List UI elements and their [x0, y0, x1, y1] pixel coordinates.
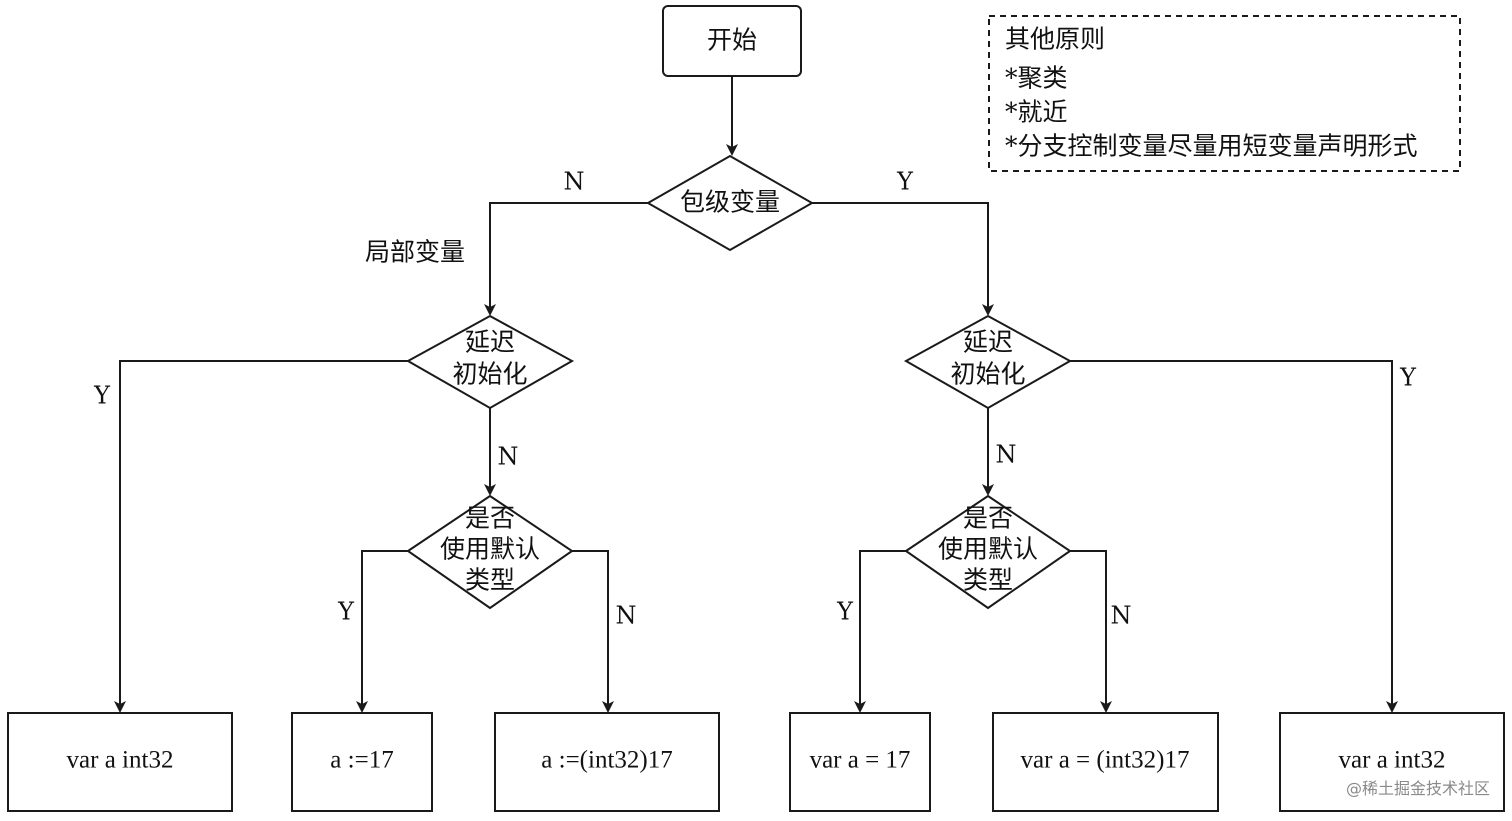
label-package-yes: Y	[896, 168, 914, 196]
decision-default-type-right-line3: 类型	[963, 566, 1013, 595]
edge-delay-right-yes	[1070, 360, 1398, 713]
outcome-box-6	[1279, 712, 1505, 812]
decision-default-type-right-line2: 使用默认	[938, 535, 1038, 564]
watermark: @稀土掘金技术社区	[1345, 779, 1490, 798]
decision-delay-init-left-line2: 初始化	[452, 360, 527, 389]
decision-default-type-left-line2: 使用默认	[440, 535, 540, 564]
label-default-left-yes: Y	[337, 598, 355, 626]
outcome-label-2: a :=17	[330, 747, 393, 774]
start-label: 开始	[707, 26, 757, 55]
label-delay-right-yes: Y	[1399, 364, 1417, 392]
outcome-label-5: var a = (int32)17	[1021, 747, 1190, 774]
principles-box	[988, 15, 1461, 172]
outcome-box-2	[291, 712, 433, 812]
label-default-left-no: N	[616, 602, 637, 630]
principles-title: 其他原则	[1005, 25, 1105, 54]
decision-default-type-left-line1: 是否	[465, 504, 515, 533]
edge-default-left-no	[572, 550, 614, 713]
label-package-no: N	[564, 168, 585, 196]
outcome-label-1: var a int32	[67, 747, 174, 774]
outcome-label-6: var a int32	[1339, 747, 1446, 774]
edge-default-right-no	[1070, 550, 1112, 713]
label-default-right-yes: Y	[836, 598, 854, 626]
label-delay-right-no: N	[996, 441, 1017, 469]
decision-package-var-label: 包级变量	[680, 188, 780, 217]
outcome-box-5	[992, 712, 1219, 812]
edge-delay-left-yes	[114, 360, 408, 713]
label-delay-left-no: N	[498, 443, 519, 471]
principle-item-1: *聚类	[1005, 64, 1068, 93]
outcome-box-3	[494, 712, 720, 812]
principle-item-3: *分支控制变量尽量用短变量声明形式	[1005, 132, 1418, 161]
outcome-box-4	[789, 712, 931, 812]
outcome-label-4: var a = 17	[810, 747, 911, 774]
edge-default-left-yes	[356, 550, 408, 713]
decision-delay-init-right-line1: 延迟	[963, 328, 1013, 357]
label-delay-left-yes: Y	[93, 382, 111, 410]
outcome-box-1	[7, 712, 233, 812]
outcome-label-3: a :=(int32)17	[541, 747, 672, 774]
edge-default-right-yes	[854, 550, 906, 713]
principle-item-2: *就近	[1005, 98, 1068, 127]
edge-package-yes	[812, 202, 994, 316]
decision-delay-init-left-line1: 延迟	[465, 328, 515, 357]
edge-package-no	[484, 202, 648, 316]
decision-default-type-left-line3: 类型	[465, 566, 515, 595]
decision-default-type-right-line1: 是否	[963, 504, 1013, 533]
decision-delay-init-left	[405, 314, 575, 410]
label-default-right-no: N	[1111, 602, 1132, 630]
label-local-var: 局部变量	[365, 238, 465, 267]
decision-delay-init-right-line2: 初始化	[950, 360, 1025, 389]
